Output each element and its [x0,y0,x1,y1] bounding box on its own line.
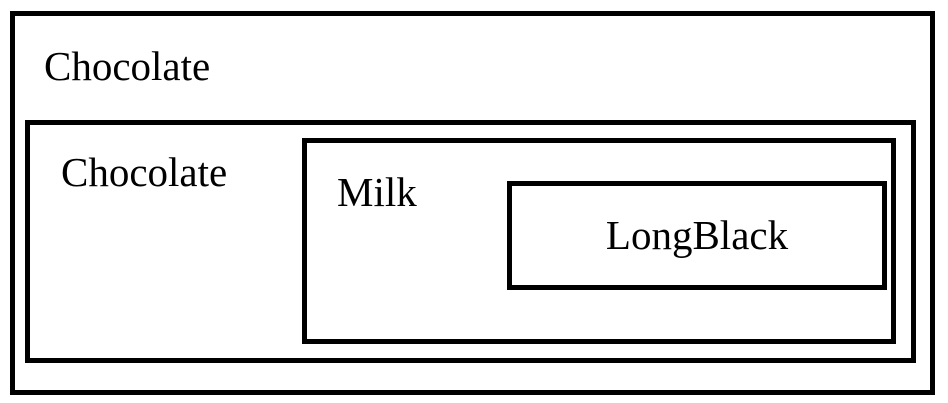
third-layer-label: Milk [337,169,417,215]
second-layer-label: Chocolate [61,149,228,195]
core-layer-label: LongBlack [605,212,789,258]
core-layer-box: LongBlack [507,181,887,290]
outer-layer-label: Chocolate [44,43,211,89]
